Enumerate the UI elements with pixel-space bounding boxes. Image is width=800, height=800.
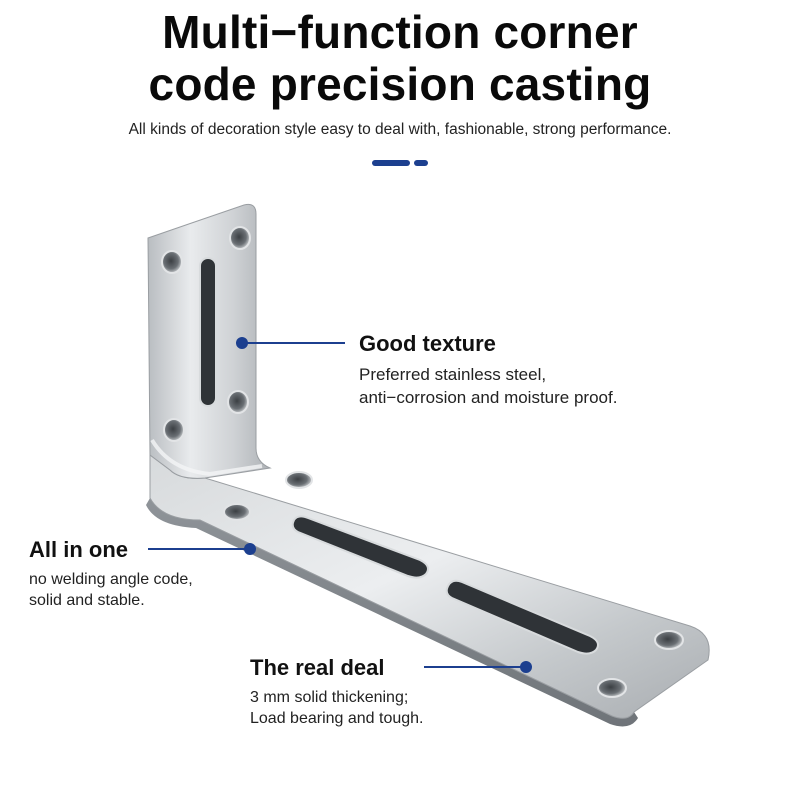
horizontal-slot (445, 579, 599, 655)
page-subtitle: All kinds of decoration style easy to de… (128, 121, 672, 138)
leader-real-deal (424, 661, 532, 673)
title-line-1: Multi−function corner (162, 6, 638, 58)
callout-line: anti−corrosion and moisture proof. (359, 388, 618, 407)
callout-good-texture: Good texture Preferred stainless steel, … (359, 331, 617, 409)
screw-hole (227, 390, 249, 414)
callout-title: All in one (29, 537, 128, 562)
screw-hole (163, 418, 185, 442)
title-line-2: code precision casting (148, 58, 652, 110)
bracket-bottom-edge (146, 498, 638, 727)
page-title: Multi−function corner code precision cas… (0, 6, 800, 110)
leader-all-in-one (148, 543, 256, 555)
callout-line: no welding angle code, (29, 571, 193, 588)
callout-title: Good texture (359, 331, 496, 356)
callout-line: 3 mm solid thickening; (250, 689, 409, 706)
screw-hole (285, 471, 313, 489)
callout-line: solid and stable. (29, 592, 145, 609)
screw-hole (597, 678, 627, 698)
bracket-horizontal-plate (149, 454, 710, 719)
screw-hole (223, 503, 251, 521)
screw-hole (229, 226, 251, 250)
callout-all-in-one: All in one no welding angle code, solid … (29, 537, 193, 611)
divider-bar-short (414, 160, 428, 166)
callout-line: Load bearing and tough. (250, 710, 424, 727)
screw-hole (161, 250, 183, 274)
leader-texture (236, 337, 345, 349)
callout-line: Preferred stainless steel, (359, 365, 547, 384)
callout-real-deal: The real deal 3 mm solid thickening; Loa… (250, 655, 423, 729)
divider-bar-long (372, 160, 410, 166)
callout-title: The real deal (250, 655, 385, 680)
horizontal-slot (291, 515, 429, 579)
bracket-bend-highlight (150, 438, 263, 477)
screw-hole (654, 630, 684, 650)
vertical-slot (199, 257, 217, 407)
